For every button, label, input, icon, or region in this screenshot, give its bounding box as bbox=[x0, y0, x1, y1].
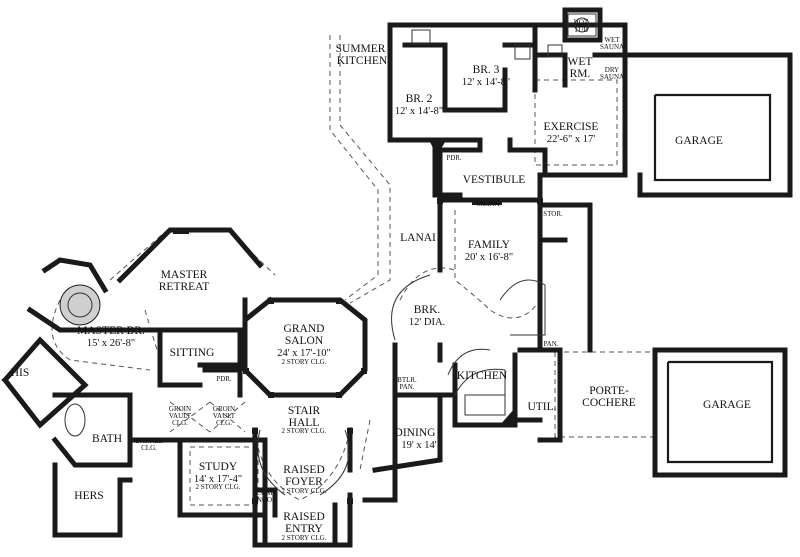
room-porte-cochere-label: PORTE-COCHERE bbox=[582, 385, 636, 409]
room-family-label: FAMILY bbox=[468, 239, 511, 251]
fixtures bbox=[59, 13, 597, 504]
room-garage-bottom-label: GARAGE bbox=[703, 399, 751, 411]
dashed-outline bbox=[51, 35, 658, 506]
room-stair-hall-label2: HALL bbox=[289, 417, 320, 429]
room-hers-label: HERS bbox=[74, 490, 103, 502]
room-dining-dim: 19' x 14' bbox=[401, 440, 436, 451]
room-grand-salon-dim: 24' x 17'-10" bbox=[277, 348, 331, 359]
room-family-dim: 20' x 16'-8" bbox=[465, 252, 513, 263]
room-raised-entry-note: 2 STORY CLG. bbox=[282, 534, 327, 542]
room-pan-label: PAN. bbox=[543, 340, 558, 348]
room-dining-label: DINING bbox=[395, 427, 436, 439]
room-grand-salon-label2: SALON bbox=[285, 335, 324, 347]
room-vestibule-label: VESTIBULE bbox=[463, 174, 526, 186]
room-garage-top-label: GARAGE bbox=[675, 135, 723, 147]
room-study-dim: 14' x 17'-4" bbox=[194, 474, 242, 485]
room-br3-label: BR. 3 bbox=[473, 64, 500, 76]
room-raised-foyer-label1: RAISED bbox=[283, 464, 325, 476]
summer-kitchen-line2: KITCHEN bbox=[337, 55, 388, 67]
room-summer-kitchen-label: SUMMER KITCHEN bbox=[336, 43, 389, 67]
room-btlr-pan-label: BTLR.PAN. bbox=[397, 376, 417, 391]
room-master-br-dim: 15' x 26'-8" bbox=[87, 338, 135, 349]
room-stor-label: STOR. bbox=[543, 210, 563, 218]
room-media-label: MEDIA bbox=[477, 200, 500, 208]
walls bbox=[1, 7, 793, 548]
room-grand-salon-note: 2 STORY CLG. bbox=[282, 358, 327, 366]
room-raised-entry-label2: ENTRY bbox=[285, 523, 323, 535]
room-grand-salon-label1: GRAND bbox=[284, 323, 325, 335]
summer-kitchen-line1: SUMMER bbox=[336, 43, 386, 55]
room-brk-label: BRK. bbox=[414, 304, 441, 316]
room-bath-label: BATH bbox=[92, 433, 122, 445]
room-study-note: 2 STORY CLG. bbox=[196, 483, 241, 491]
room-pdr-top-label: PDR. bbox=[446, 154, 462, 162]
room-stair-hall-label1: STAIR bbox=[288, 405, 321, 417]
room-lanai-label: LANAI bbox=[400, 232, 436, 244]
room-study-label: STUDY bbox=[199, 461, 238, 473]
room-comp-nook-label: COMP.NOOK bbox=[257, 489, 278, 504]
room-sitting-label: SITTING bbox=[170, 347, 215, 359]
room-br2-label: BR. 2 bbox=[406, 93, 433, 105]
room-kitchen-label: KITCHEN bbox=[457, 370, 508, 382]
room-raised-foyer-note: 2 STORY CLG. bbox=[282, 487, 327, 495]
room-pdr-label: PDR. bbox=[216, 375, 232, 383]
room-exercise-dim: 22'-6" x 17' bbox=[547, 134, 595, 145]
room-util-label: UTIL. bbox=[527, 401, 556, 413]
room-labels: SUMMER KITCHEN BR. 3 12' x 14'-8" BR. 2 … bbox=[11, 18, 751, 542]
room-stair-hall-note: 2 STORY CLG. bbox=[282, 427, 327, 435]
room-raised-foyer-label2: FOYER bbox=[285, 476, 323, 488]
room-exercise-label: EXERCISE bbox=[544, 121, 599, 133]
room-his-label: HIS bbox=[11, 367, 30, 379]
room-master-br-label: MASTER BR. bbox=[77, 325, 145, 337]
room-br2-dim: 12' x 14'-8" bbox=[395, 106, 443, 117]
room-raised-entry-label1: RAISED bbox=[283, 511, 325, 523]
room-br3-dim: 12' x 14'-8" bbox=[462, 77, 510, 88]
room-brk-dim: 12' DIA. bbox=[409, 317, 445, 328]
